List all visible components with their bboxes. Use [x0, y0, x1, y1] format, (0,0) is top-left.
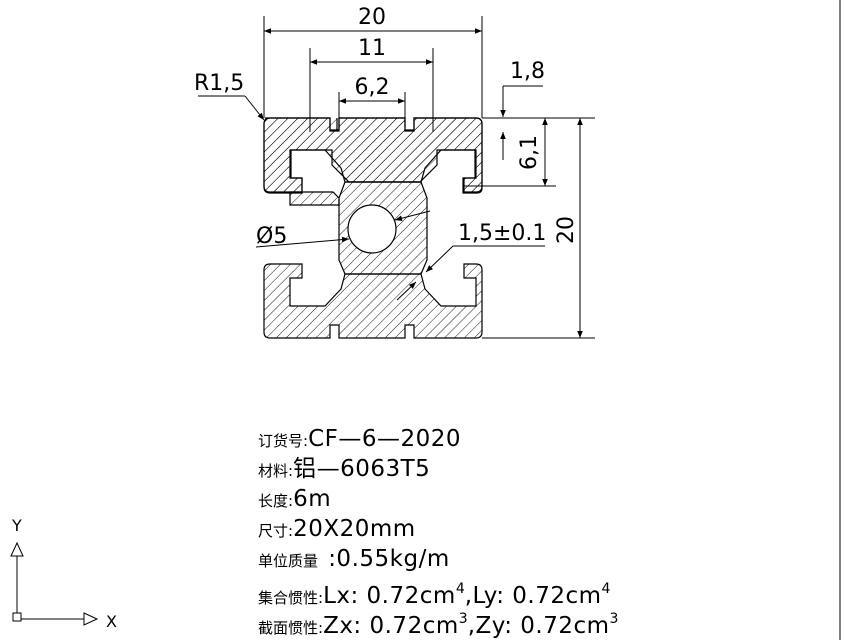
- section-modulus-zx: Zx: 0.72cm: [323, 613, 459, 639]
- dim-slot-outer-text: 11: [358, 36, 386, 61]
- dim-height-text: 20: [554, 216, 579, 244]
- section-modulus-label: 截面惯性:: [258, 619, 324, 637]
- profile-section: [263, 117, 483, 339]
- bottom-flange: [263, 263, 483, 339]
- spec-inertia: 集合惯性:Lx: 0.72cm4,Ly: 0.72cm4: [258, 574, 618, 609]
- dim-bore-text: Ø5: [256, 224, 287, 249]
- inertia-sep: ,: [464, 583, 473, 609]
- dim-slot-depth-text: 6,1: [517, 135, 542, 170]
- inertia-ly: Ly: 0.72cm: [472, 583, 602, 609]
- spec-order-no: 订货号:CF—6—2020: [258, 424, 618, 454]
- dim-width-text: 20: [358, 5, 386, 30]
- dim-lip-text: 1,8: [510, 59, 545, 84]
- section-modulus-sep: ,: [467, 613, 476, 639]
- inertia-lx: Lx: 0.72cm: [323, 583, 456, 609]
- inertia-label: 集合惯性:: [258, 589, 324, 607]
- spec-size: 尺寸:20X20mm: [258, 514, 618, 544]
- ucs-y-label: Y: [11, 516, 22, 535]
- material-label: 材料:: [258, 462, 294, 480]
- size-label: 尺寸:: [258, 522, 294, 540]
- section-modulus-zx-exp: 3: [458, 611, 468, 627]
- dimension-labels: 20 11 6,2 1,8 6,1 20 R1,5 Ø5 1,5±0.1: [194, 5, 579, 249]
- dimension-lines: [198, 16, 595, 339]
- center-bore: [347, 204, 397, 254]
- leader-bore: [255, 236, 350, 248]
- dim-slot-opening-text: 6,2: [355, 75, 390, 100]
- ucs-x-label: X: [106, 612, 117, 631]
- ucs-icon: [10, 541, 99, 626]
- inertia-lx-exp: 4: [455, 581, 465, 597]
- spec-material: 材料:铝—6063T5: [258, 454, 618, 484]
- spec-block: 订货号:CF—6—2020 材料:铝—6063T5 长度:6m 尺寸:20X20…: [258, 424, 619, 639]
- section-modulus-zy: Zy: 0.72cm: [475, 613, 610, 639]
- dim-radius-text: R1,5: [194, 71, 244, 96]
- order-no-value: CF—6—2020: [308, 426, 462, 452]
- dim-wall-text: 1,5±0.1: [458, 221, 546, 246]
- length-label: 长度:: [258, 492, 294, 510]
- section-modulus-zy-exp: 3: [609, 611, 619, 627]
- top-flange: [263, 117, 483, 193]
- unit-mass-label: 单位质量: [258, 552, 319, 570]
- order-no-label: 订货号:: [258, 432, 309, 450]
- left-arms: [289, 191, 340, 206]
- unit-mass-value: :0.55kg/m: [328, 546, 450, 572]
- material-value: 铝—6063T5: [293, 456, 431, 482]
- size-value: 20X20mm: [293, 516, 416, 542]
- spec-unit-mass: 单位质量 :0.55kg/m: [258, 544, 618, 574]
- spec-length: 长度:6m: [258, 484, 618, 514]
- length-value: 6m: [293, 486, 332, 512]
- inertia-ly-exp: 4: [601, 581, 611, 597]
- spec-section-modulus: 截面惯性:Zx: 0.72cm3,Zy: 0.72cm3: [258, 604, 619, 639]
